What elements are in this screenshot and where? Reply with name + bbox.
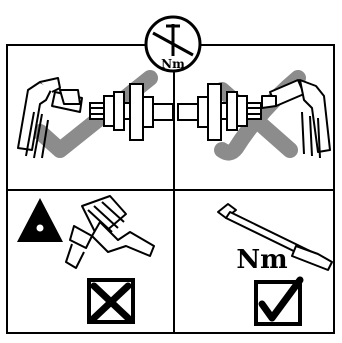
bolt-assembly-icon — [177, 83, 262, 141]
torque-unit-label: Nm — [236, 245, 287, 275]
panel-top-left — [17, 70, 174, 159]
panel-bottom-right: Nm — [217, 203, 333, 326]
bolt-assembly-icon — [89, 83, 174, 141]
impact-wrench-icon — [65, 195, 155, 269]
wrench-on-bolt-icon — [17, 77, 83, 159]
header-unit-label: Nm — [161, 57, 185, 71]
torque-wrench-icon — [217, 203, 333, 271]
panel-bottom-left — [17, 195, 155, 324]
check-box-icon — [254, 276, 304, 326]
torque-wrench-circle-icon: Nm — [144, 15, 202, 73]
x-box-icon — [87, 278, 135, 324]
wrench-on-bolt-icon — [261, 79, 331, 159]
warning-triangle-icon — [17, 198, 63, 242]
panel-top-right — [177, 70, 331, 161]
